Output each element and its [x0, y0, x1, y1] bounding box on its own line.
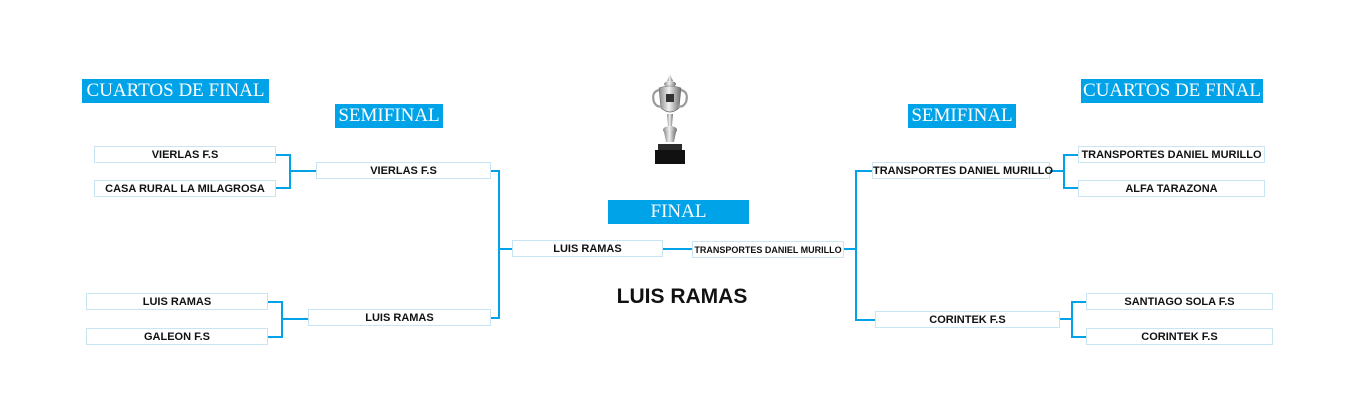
left-semifinal-team-1: VIERLAS F.S — [316, 162, 491, 179]
final-team-right: TRANSPORTES DANIEL MURILLO — [692, 241, 844, 258]
left-semifinal-team-2: LUIS RAMAS — [308, 309, 491, 326]
right-semifinals-header: SEMIFINAL — [908, 104, 1016, 128]
left-quarterfinal-team-1: VIERLAS F.S — [94, 146, 276, 163]
final-header: FINAL — [608, 200, 749, 224]
left-quarterfinal-team-2: CASA RURAL LA MILAGROSA — [94, 180, 276, 197]
right-semifinal-team-1: TRANSPORTES DANIEL MURILLO — [872, 162, 1053, 179]
left-semifinals-header: SEMIFINAL — [335, 104, 443, 128]
right-semifinal-team-2: CORINTEK F.S — [875, 311, 1060, 328]
right-quarterfinal-team-1: TRANSPORTES DANIEL MURILLO — [1078, 146, 1265, 163]
trophy-icon — [650, 72, 690, 173]
right-quarterfinal-team-3: SANTIAGO SOLA F.S — [1086, 293, 1273, 310]
right-quarterfinal-team-2: ALFA TARAZONA — [1078, 180, 1265, 197]
right-quarterfinal-team-4: CORINTEK F.S — [1086, 328, 1273, 345]
left-quarterfinal-team-4: GALEON F.S — [86, 328, 268, 345]
left-quarterfinal-team-3: LUIS RAMAS — [86, 293, 268, 310]
final-team-left: LUIS RAMAS — [512, 240, 663, 257]
champion-name: LUIS RAMAS — [616, 285, 748, 308]
left-quarterfinals-header: CUARTOS DE FINAL — [82, 79, 269, 103]
right-quarterfinals-header: CUARTOS DE FINAL — [1081, 79, 1263, 103]
